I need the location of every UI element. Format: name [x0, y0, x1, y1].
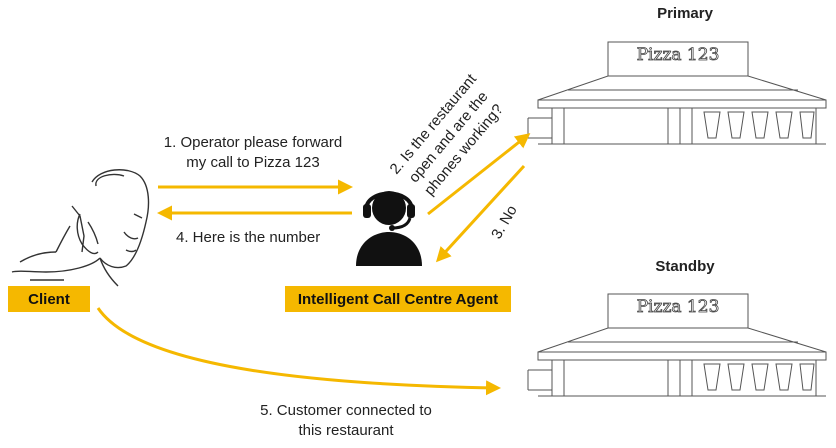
step1-label-line2: my call to Pizza 123 [186, 154, 320, 171]
primary-sign-text: Pizza 123 [637, 45, 720, 65]
step5-label: 5. Customer connected to this restaurant [246, 401, 446, 441]
primary-label: Primary [657, 5, 713, 22]
person-on-phone-icon [11, 169, 150, 287]
step5-label-line2: this restaurant [298, 422, 394, 439]
step1-label-line1: 1. Operator please forward [163, 134, 343, 151]
step3-arrow [435, 164, 526, 263]
step3-label: 3. No [488, 202, 521, 242]
step3-label-text: 3. No [488, 202, 521, 242]
standby-label: Standby [655, 258, 715, 275]
step1-label: 1. Operator please forward my call to Pi… [148, 133, 358, 173]
client-badge: Client [8, 286, 90, 312]
step2-label: 2. Is the restaurant open and are the ph… [387, 70, 507, 199]
step2-arrow [427, 133, 531, 216]
step5-label-line1: 5. Customer connected to [260, 402, 432, 419]
headset-agent-icon [356, 191, 422, 266]
standby-sign-text: Pizza 123 [637, 297, 720, 317]
step4-label: 4. Here is the number [176, 229, 321, 246]
agent-badge: Intelligent Call Centre Agent [285, 286, 511, 312]
step5-arrow [96, 307, 501, 396]
